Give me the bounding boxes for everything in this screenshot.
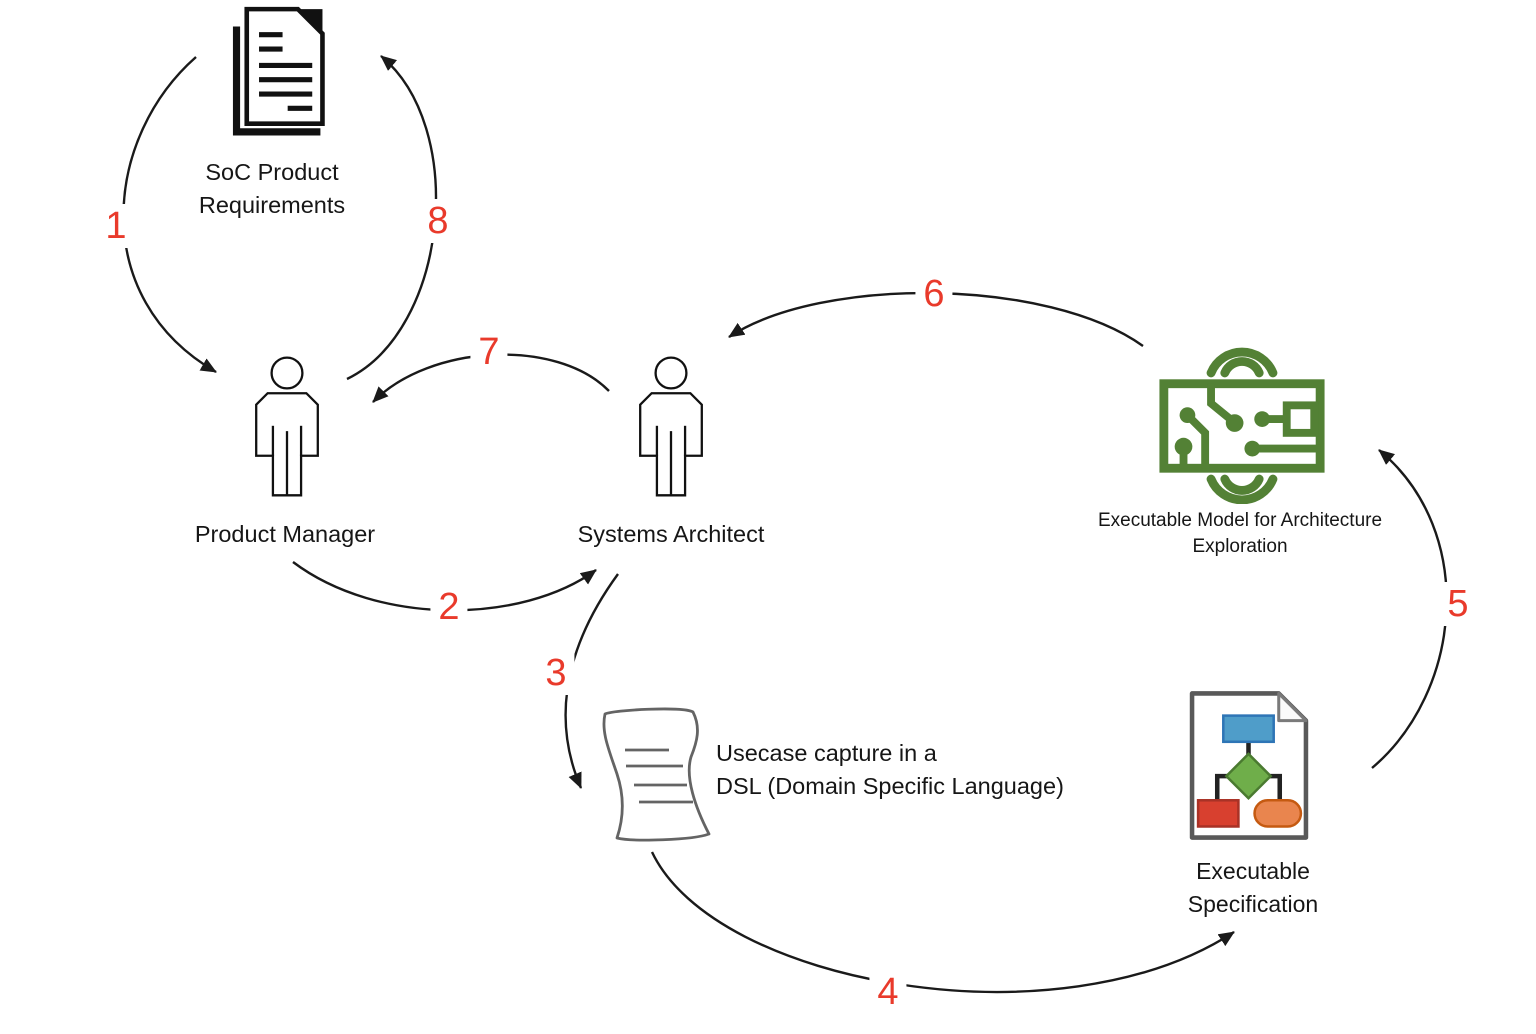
arrow-label-4: 4 [869,970,907,1014]
arrow-label-7: 7 [470,330,508,374]
person-icon [639,356,703,497]
executable-model-label: Executable Model for Architecture Explor… [1097,510,1383,557]
scroll-icon [602,707,711,842]
arrow-label-8: 8 [419,199,457,243]
soc-requirements-label: SoC Product Requirements [198,159,346,218]
product-manager-label: Product Manager [194,521,376,547]
arrow-label-6: 6 [915,272,953,316]
arrow-label-1: 1 [97,204,135,248]
systems-architect-label: Systems Architect [577,521,765,547]
flowchart-document-icon [1189,691,1309,840]
arrow-label-2: 2 [430,585,468,629]
executable-spec-label: Executable Specification [1187,858,1319,917]
arrow-5 [1371,449,1448,769]
usecase-dsl-label: Usecase capture in a DSL (Domain Specifi… [716,740,1064,799]
person-icon [255,356,319,497]
arrow-label-5: 5 [1439,582,1477,626]
arrow-label-3: 3 [537,651,575,695]
arrow-4 [650,851,1235,994]
document-icon [232,6,325,136]
circuit-board-icon [1159,347,1325,504]
